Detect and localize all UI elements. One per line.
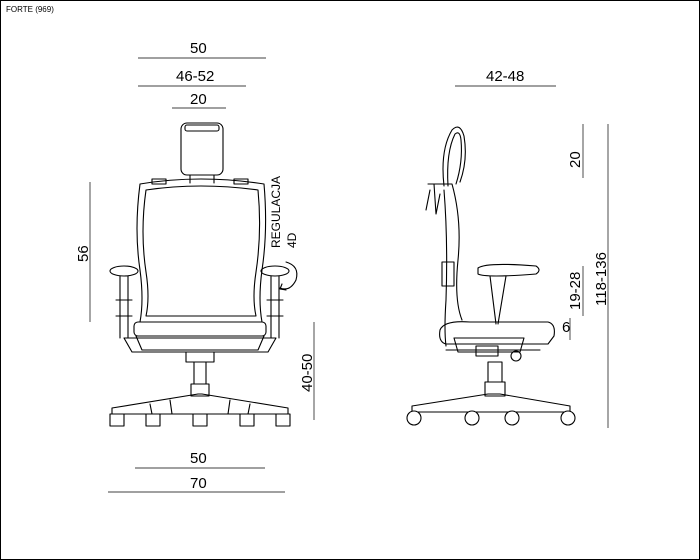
seat-height-dimension: 40-50	[299, 353, 316, 392]
total-height-dimension: 118-136	[593, 252, 610, 306]
base-width-dimension: 70	[190, 475, 207, 492]
headrest-width-dimension: 46-52	[176, 68, 215, 85]
depth-dimension: 42-48	[486, 68, 525, 85]
armrest-height-dimension: 19-28	[567, 271, 584, 310]
headrest-inner-dimension: 20	[190, 91, 207, 108]
armrest-adjust-label: REGULACJA	[269, 175, 283, 248]
armrest-adjust-label-2: 4D	[285, 232, 299, 248]
headrest-adjust-dimension: 20	[567, 151, 584, 168]
back-height-dimension: 56	[75, 245, 92, 262]
side-view-chair	[406, 126, 576, 426]
back-width-dimension: 50	[190, 40, 207, 57]
seat-depth-adjust-dimension: 6	[562, 319, 571, 336]
front-dimension-lines	[89, 57, 315, 493]
front-view-chair	[109, 122, 298, 427]
model-label: FORTE (969)	[6, 5, 54, 14]
seat-width-dimension: 50	[190, 450, 207, 467]
side-dimension-lines	[455, 85, 609, 428]
